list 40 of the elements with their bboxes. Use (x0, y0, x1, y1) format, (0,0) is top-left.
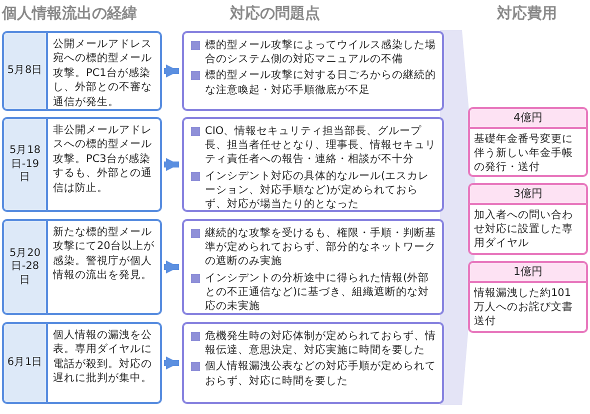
arrow (164, 356, 179, 370)
date-cell: 5月8日 (4, 33, 48, 109)
event-text: 個人情報の漏洩を公表。専用ダイヤルに電話が殺到。対応の遅れに批判が集中。 (53, 328, 153, 386)
cost-text: 加入者への問い合わせ対応に設置した専用ダイヤル (473, 208, 574, 252)
column-heading: 個人情報流出の経緯 (2, 4, 137, 23)
date-cell: 6月1日 (4, 324, 48, 402)
bullet-text: CIO、情報セキュリティ担当部長、グループ長、担当者任せとなり、理事長、情報セキュリティ責任者への報告・連絡・相談が不十分 (190, 124, 436, 167)
cost-amount: 3億円 (470, 185, 586, 205)
cost-box (468, 183, 588, 255)
date-cell: 5月18日-19日 (4, 119, 48, 210)
bullet-text: 標的型メール攻撃によってウイルス感染した場合のシステム側の対応マニュアルの不備 (190, 38, 436, 66)
bullet-text: 個人情報漏洩公表などの対応手順が定められておらず、対応に時間を要した (190, 359, 436, 388)
date-cell: 5月20日-28日 (4, 221, 48, 313)
event-box (2, 322, 162, 404)
cost-text: 基礎年金番号変更に伴う新しい年金手帳の発行・送付 (473, 132, 574, 175)
event-text: 公開メールアドレス宛への標的型メール攻撃。PC1台が感染し、外部との不審な通信が発生。 (53, 37, 153, 110)
problem-box (182, 219, 444, 315)
event-box (2, 31, 162, 111)
event-box (2, 219, 162, 315)
bullet-text: 継続的な攻撃を受けるも、権限・手順・判断基準が定められておらず、部分的なネットワークの遮断のみ実施 (190, 226, 436, 269)
event-text: 新たな標的型メール攻撃にて20台以上が感染。警視庁が個人情報の流出を発見。 (53, 225, 156, 283)
arrow (164, 158, 179, 172)
event-text: 非公開メールアドレスへの標的型メール攻撃。PC3台が感染するも、外部との通信は防止。 (53, 123, 153, 196)
problem-box (182, 322, 444, 404)
bullet-text: 標的型メール攻撃に対する日ごろからの継続的な注意喚起・対応手順徹底が不足 (190, 68, 436, 97)
event-box (2, 117, 162, 212)
arrow (164, 64, 179, 78)
cost-amount: 4億円 (470, 109, 586, 129)
problem-box (182, 117, 444, 212)
cost-box (468, 261, 588, 333)
bullet-text: 危機発生時の対応体制が定められておらず、情報伝達、意思決定、対応実施に時間を要した (190, 329, 436, 358)
cost-box (468, 107, 588, 177)
cost-amount: 1億円 (470, 263, 586, 283)
problem-box (182, 31, 444, 111)
column-heading: 対応の問題点 (230, 4, 320, 23)
cost-text: 情報漏洩した約101万人へのお詫び文書送付 (472, 286, 574, 330)
column-heading: 対応費用 (497, 4, 557, 23)
bullet-text: インシデントの分析途中に得られた情報(外部との不正通信など)に基づき、組織遮断的な対応の未実施 (190, 270, 436, 314)
bullet-text: インシデント対応の具体的なルール(エスカレーション、対応手順など)が定められておらず、対応が場当たり的となった (190, 168, 436, 212)
arrow (164, 260, 179, 274)
